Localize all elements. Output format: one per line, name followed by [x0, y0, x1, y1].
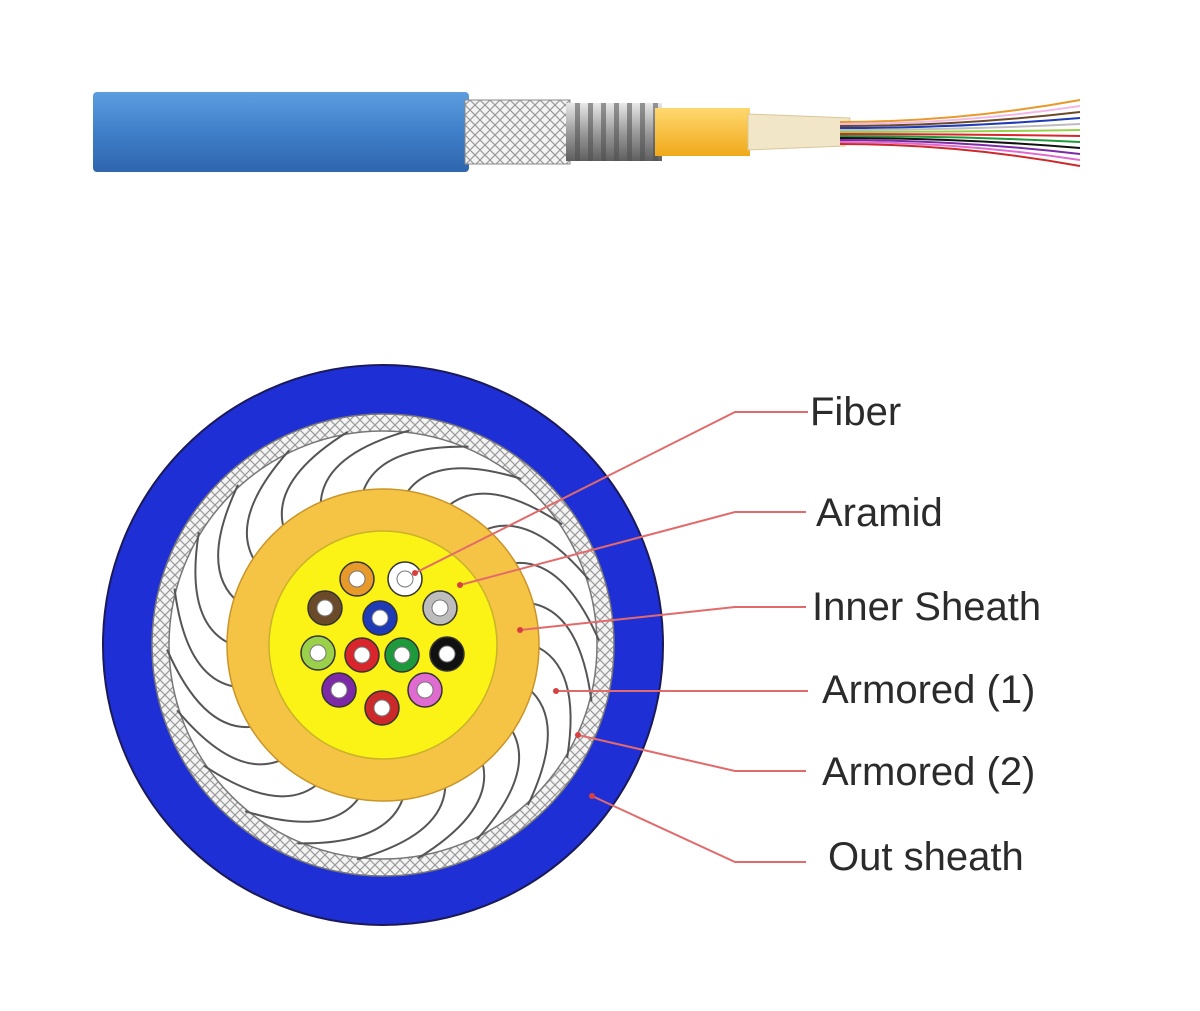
- fiber: [321, 672, 357, 708]
- armor-strip: [173, 588, 240, 689]
- side-aramid-yarn: [747, 113, 851, 151]
- side-fiber: [839, 123, 1081, 131]
- armor-strip: [244, 792, 363, 823]
- side-fiber-strands: [839, 99, 1081, 167]
- fiber: [429, 636, 465, 672]
- leader-armored-2: [577, 734, 806, 772]
- armor-strip: [417, 758, 486, 859]
- armor-strip: [532, 644, 572, 759]
- cable-cross-section: [102, 364, 664, 926]
- leader-aramid: [459, 511, 806, 586]
- armor-strip: [526, 686, 549, 806]
- fiber: [344, 637, 380, 673]
- steel-ring: [614, 103, 619, 161]
- side-inner-sheath: [655, 108, 750, 156]
- fiber-core: [348, 570, 366, 588]
- fiber: [362, 600, 398, 636]
- fiber-core: [393, 646, 411, 664]
- fiber-core: [371, 609, 389, 627]
- steel-ring: [601, 103, 606, 161]
- fiber: [339, 561, 375, 597]
- side-braided-armor: [464, 99, 571, 165]
- armor-strip: [360, 445, 469, 497]
- fiber-core: [396, 570, 414, 588]
- label-armored-1: Armored (1): [822, 668, 1035, 712]
- cable-side-view: [93, 92, 1081, 172]
- label-fiber: Fiber: [810, 390, 901, 434]
- leader-fiber: [414, 411, 808, 574]
- steel-armor-strips: [166, 429, 600, 861]
- leader-out-sheath: [591, 795, 806, 863]
- armor-strip: [480, 524, 590, 581]
- armor-strip: [280, 431, 349, 532]
- fiber-core: [431, 599, 449, 617]
- side-fiber: [839, 143, 1081, 167]
- fiber-core: [438, 645, 456, 663]
- armor-strip: [176, 709, 286, 766]
- fiber-core: [353, 646, 371, 664]
- fiber: [422, 590, 458, 626]
- side-fiber: [839, 111, 1081, 127]
- side-fiber: [839, 137, 1081, 149]
- fiber-core: [416, 681, 434, 699]
- leader-lines: [414, 411, 808, 863]
- fiber: [300, 635, 336, 671]
- leader-dots: [412, 570, 595, 799]
- armor-strip: [217, 484, 240, 604]
- armor-strip: [444, 492, 563, 526]
- steel-ring: [627, 103, 632, 161]
- fiber: [364, 690, 400, 726]
- fiber-core: [373, 699, 391, 717]
- side-fiber: [839, 129, 1081, 133]
- side-fiber: [839, 139, 1081, 155]
- label-inner-sheath: Inner Sheath: [812, 585, 1041, 629]
- armor-strip: [245, 449, 290, 565]
- fiber: [307, 590, 343, 626]
- side-fiber: [839, 141, 1081, 161]
- side-steel-armor: [566, 103, 662, 161]
- armor-strip: [356, 781, 447, 861]
- label-aramid: Aramid: [816, 491, 943, 535]
- steel-ring: [588, 103, 593, 161]
- component-labels: Fiber Aramid Inner Sheath Armored (1) Ar…: [810, 390, 1041, 879]
- label-out-sheath: Out sheath: [828, 835, 1024, 879]
- fiber: [384, 637, 420, 673]
- steel-ring: [575, 103, 580, 161]
- side-fiber: [839, 117, 1081, 129]
- fiber-core: [316, 599, 334, 617]
- side-outer-sheath: [93, 92, 469, 172]
- armor-strip: [476, 725, 521, 841]
- armor-strip: [319, 429, 410, 509]
- fiber-core: [330, 681, 348, 699]
- side-fiber: [839, 99, 1081, 123]
- armor-strip: [203, 764, 322, 798]
- fiber: [387, 561, 423, 597]
- armor-strip: [166, 649, 257, 729]
- fiber: [407, 672, 443, 708]
- fiber-bundle: [300, 561, 465, 726]
- armor-strip: [526, 601, 593, 702]
- label-armored-2: Armored (2): [822, 750, 1035, 794]
- leader-inner-sheath: [519, 606, 806, 631]
- fiber-core: [309, 644, 327, 662]
- armor-strip: [297, 793, 406, 845]
- side-fiber: [839, 133, 1081, 137]
- armor-strip: [403, 467, 522, 498]
- steel-ring: [640, 103, 645, 161]
- side-fiber: [839, 135, 1081, 143]
- armor-strip: [194, 531, 234, 646]
- side-fiber: [839, 105, 1081, 125]
